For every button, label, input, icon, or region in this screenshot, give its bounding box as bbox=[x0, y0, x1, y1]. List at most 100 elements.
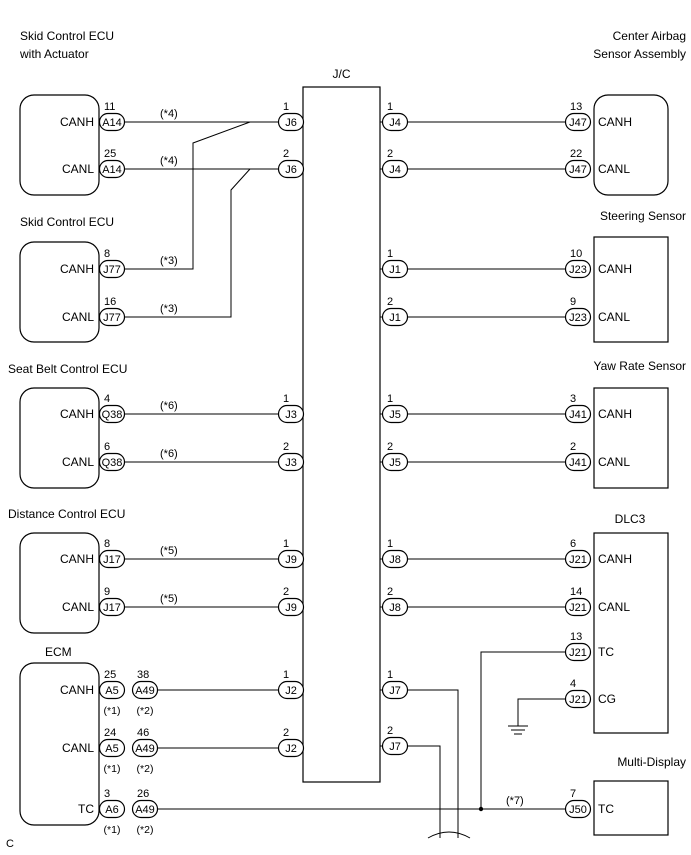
ecu-box bbox=[19, 662, 100, 826]
signal-label: CANH bbox=[60, 262, 94, 276]
connector-pill bbox=[564, 259, 592, 279]
pin-number: 14 bbox=[570, 586, 582, 598]
ecu-box bbox=[19, 532, 100, 634]
connector-pill bbox=[564, 404, 592, 424]
connector-id: J9 bbox=[285, 554, 297, 566]
pin-number: 2 bbox=[387, 725, 393, 737]
jc-label: J/C bbox=[333, 67, 351, 81]
device-box bbox=[593, 387, 669, 489]
connector-pill bbox=[277, 549, 305, 569]
pin-number: 11 bbox=[104, 101, 115, 113]
connector-id: J2 bbox=[285, 743, 297, 755]
connector-pill bbox=[564, 799, 592, 819]
option-note: (*3) bbox=[160, 255, 178, 267]
device-title: ECM bbox=[45, 645, 72, 659]
components-layer bbox=[19, 86, 669, 836]
connector-id: J4 bbox=[389, 164, 401, 176]
pin-number: 3 bbox=[104, 788, 110, 800]
variant-note: (*2) bbox=[137, 824, 154, 836]
ecu-box bbox=[19, 387, 100, 489]
connector-pill bbox=[381, 404, 409, 424]
connector-pill bbox=[98, 597, 126, 617]
connector-pill bbox=[98, 112, 126, 132]
pin-number: 2 bbox=[283, 586, 289, 598]
connector-id: J77 bbox=[103, 264, 121, 276]
connector-id: J2 bbox=[285, 685, 297, 697]
pin-number: 1 bbox=[387, 538, 393, 550]
pin-number: 1 bbox=[387, 669, 393, 681]
device-title: with Actuator bbox=[19, 47, 89, 61]
signal-label: TC bbox=[598, 645, 614, 659]
variant-note: (*2) bbox=[137, 763, 154, 775]
option-note: (*4) bbox=[160, 108, 178, 120]
device-title: Yaw Rate Sensor bbox=[594, 359, 687, 373]
connector-pill bbox=[381, 112, 409, 132]
pin-number: 2 bbox=[283, 148, 289, 160]
connector-id: J21 bbox=[569, 554, 587, 566]
connector-pill bbox=[277, 738, 305, 758]
device-title: Skid Control ECU bbox=[20, 215, 114, 229]
connector-id: J4 bbox=[389, 117, 401, 129]
pin-number: 6 bbox=[570, 538, 576, 550]
connector-pill bbox=[277, 159, 305, 179]
option-note: (*6) bbox=[160, 400, 178, 412]
connector-pill bbox=[131, 680, 159, 700]
connector-pill bbox=[98, 159, 126, 179]
pin-number: 22 bbox=[570, 148, 582, 160]
corner-letter: C bbox=[6, 838, 14, 850]
connector-id: A14 bbox=[102, 164, 122, 176]
connector-pill bbox=[564, 549, 592, 569]
connector-id: A49 bbox=[135, 743, 155, 755]
signal-label: CANL bbox=[62, 600, 94, 614]
signal-label: CANH bbox=[60, 683, 94, 697]
connector-id: J41 bbox=[569, 409, 587, 421]
signal-label: CANL bbox=[598, 162, 630, 176]
dlc-tc-route bbox=[480, 651, 565, 809]
pin-number: 1 bbox=[283, 669, 289, 681]
connector-pill bbox=[277, 597, 305, 617]
pin-number: 13 bbox=[570, 101, 582, 113]
connector-id: J50 bbox=[569, 804, 587, 816]
pin-number: 2 bbox=[283, 727, 289, 739]
connector-pill bbox=[381, 597, 409, 617]
pin-number: 1 bbox=[283, 538, 289, 550]
connector-id: J47 bbox=[569, 164, 587, 176]
connector-id: J9 bbox=[285, 602, 297, 614]
connector-id: A5 bbox=[105, 743, 118, 755]
connector-pill bbox=[98, 259, 126, 279]
signal-label: CANH bbox=[60, 115, 94, 129]
variant-note: (*2) bbox=[137, 705, 154, 717]
pin-number: 10 bbox=[570, 248, 582, 260]
skid-canl-route bbox=[125, 168, 251, 318]
ecu-box bbox=[19, 241, 100, 343]
connector-pill bbox=[564, 452, 592, 472]
connector-pill bbox=[381, 680, 409, 700]
connector-pill bbox=[564, 642, 592, 662]
connector-id: J41 bbox=[569, 457, 587, 469]
pin-number: 8 bbox=[104, 248, 110, 260]
connector-id: J21 bbox=[569, 602, 587, 614]
device-title: DLC3 bbox=[615, 512, 646, 526]
signal-label: CANH bbox=[598, 407, 632, 421]
connector-pill bbox=[277, 680, 305, 700]
connector-id: J6 bbox=[285, 164, 297, 176]
pin-number: 38 bbox=[137, 669, 149, 681]
pin-number: 4 bbox=[104, 393, 110, 405]
pin-number: 13 bbox=[570, 631, 582, 643]
connector-id: J21 bbox=[569, 694, 587, 706]
pin-number: 9 bbox=[104, 586, 110, 598]
connector-id: J3 bbox=[285, 409, 297, 421]
signal-label: CG bbox=[598, 692, 616, 706]
pin-number: 2 bbox=[387, 148, 393, 160]
connector-pill bbox=[98, 549, 126, 569]
pin-number: 9 bbox=[570, 296, 576, 308]
variant-note: (*1) bbox=[104, 705, 121, 717]
connector-id: J17 bbox=[103, 554, 121, 566]
connector-id: A49 bbox=[135, 685, 155, 697]
connector-pill bbox=[381, 452, 409, 472]
pin-number: 25 bbox=[104, 669, 116, 681]
connector-pill bbox=[277, 404, 305, 424]
connector-pill bbox=[277, 452, 305, 472]
connector-id: J5 bbox=[389, 457, 401, 469]
pin-number: 4 bbox=[570, 678, 576, 690]
